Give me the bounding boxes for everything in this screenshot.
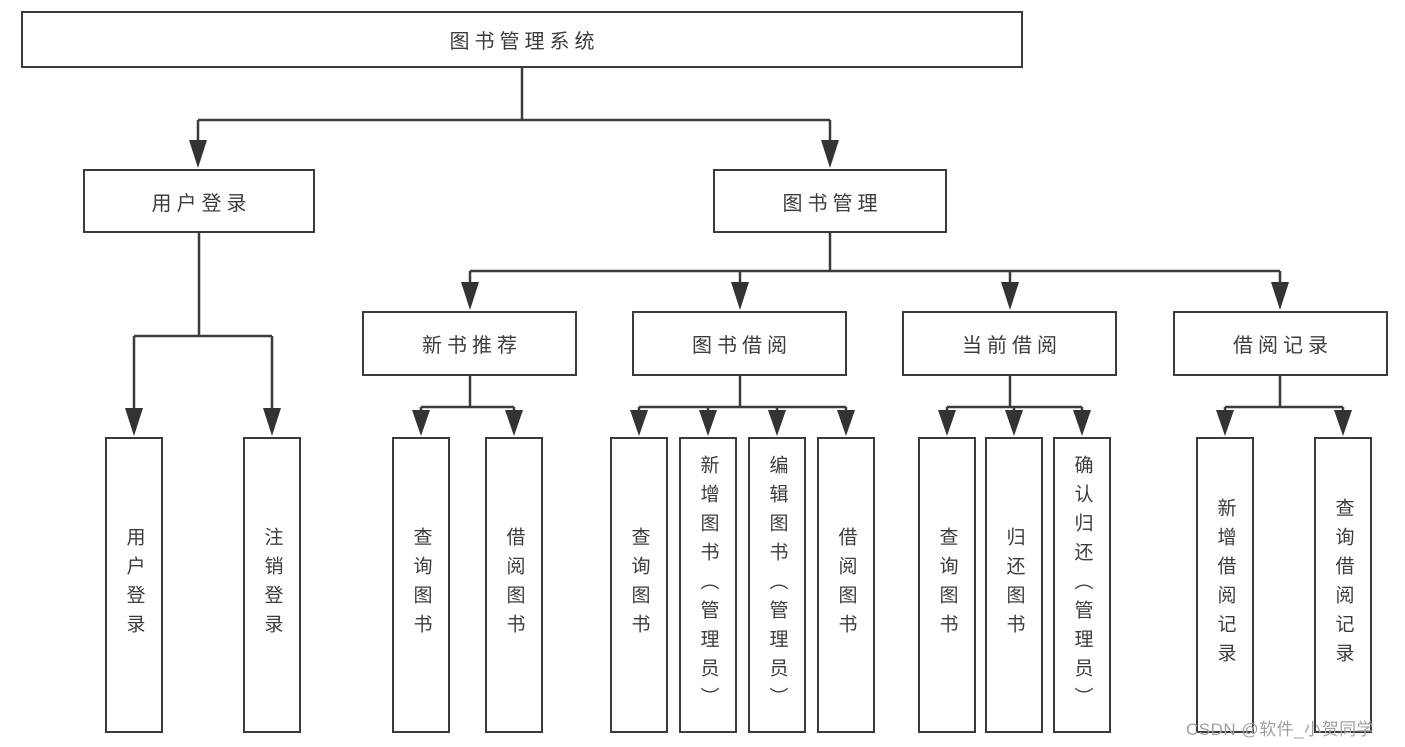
node-user-login: 用户登录 xyxy=(83,169,315,233)
leaf-label: 查询借阅记录 xyxy=(1332,498,1354,672)
leaf-confirm-return-admin: 确认归还（管理员） xyxy=(1053,437,1111,733)
arrowhead-down xyxy=(837,410,855,436)
leaf-label: 借阅图书 xyxy=(503,527,525,643)
leaf-label: 新增图书（管理员） xyxy=(697,454,719,716)
connector-book-management-level3 xyxy=(461,233,1289,310)
arrowhead-down xyxy=(461,282,479,310)
node-label: 图书管理系统 xyxy=(449,31,600,53)
node-borrow-records: 借阅记录 xyxy=(1173,311,1388,376)
node-book-borrow: 图书借阅 xyxy=(632,311,847,376)
node-label: 借阅记录 xyxy=(1233,335,1333,357)
connector-borrow-records-children xyxy=(1216,376,1352,436)
leaf-label: 查询图书 xyxy=(936,527,958,643)
node-label: 图书借阅 xyxy=(692,335,792,357)
arrowhead-down xyxy=(1005,410,1023,436)
leaf-label: 确认归还（管理员） xyxy=(1071,454,1093,716)
arrowhead-down xyxy=(125,408,143,436)
connector-line xyxy=(419,376,516,412)
arrowhead-down xyxy=(1073,410,1091,436)
leaf-label: 查询图书 xyxy=(628,527,650,643)
arrowhead-down xyxy=(505,410,523,436)
leaf-add-book-admin: 新增图书（管理员） xyxy=(679,437,737,733)
leaf-borrow-books-recommend: 借阅图书 xyxy=(485,437,543,733)
leaf-label: 查询图书 xyxy=(410,527,432,643)
leaf-edit-book-admin: 编辑图书（管理员） xyxy=(748,437,806,733)
leaf-label: 新增借阅记录 xyxy=(1214,498,1236,672)
leaf-label: 借阅图书 xyxy=(835,527,857,643)
leaf-query-books-recommend: 查询图书 xyxy=(392,437,450,733)
arrowhead-down xyxy=(1334,410,1352,436)
arrowhead-down xyxy=(938,410,956,436)
leaf-add-borrow-record: 新增借阅记录 xyxy=(1196,437,1254,733)
node-label: 图书管理 xyxy=(782,192,883,215)
arrowhead-down xyxy=(768,410,786,436)
leaf-query-books-current: 查询图书 xyxy=(918,437,976,733)
connector-line xyxy=(1223,376,1345,412)
connector-book-borrow-children xyxy=(630,376,855,436)
leaf-label: 注销登录 xyxy=(261,527,283,643)
connector-new-book-children xyxy=(412,376,523,436)
arrowhead-down xyxy=(1001,282,1019,310)
arrowhead-down xyxy=(731,282,749,310)
arrowhead-down xyxy=(412,410,430,436)
leaf-borrow-books: 借阅图书 xyxy=(817,437,875,733)
leaf-label: 用户登录 xyxy=(123,527,145,643)
connector-line xyxy=(945,376,1084,412)
arrowhead-down xyxy=(263,408,281,436)
node-library-system: 图书管理系统 xyxy=(21,11,1023,68)
arrowhead-down xyxy=(821,140,839,168)
node-current-borrow: 当前借阅 xyxy=(902,311,1117,376)
leaf-query-books-borrow: 查询图书 xyxy=(610,437,668,733)
leaf-label: 归还图书 xyxy=(1003,527,1025,643)
connector-line xyxy=(468,233,1282,284)
arrowhead-down xyxy=(1271,282,1289,310)
leaf-logout: 注销登录 xyxy=(243,437,301,733)
node-new-book-recommend: 新书推荐 xyxy=(362,311,577,376)
connector-line xyxy=(132,233,274,410)
connector-root-to-level2 xyxy=(189,68,839,168)
node-label: 新书推荐 xyxy=(422,335,522,357)
leaf-label: 编辑图书（管理员） xyxy=(766,454,788,716)
leaf-return-book: 归还图书 xyxy=(985,437,1043,733)
node-book-management: 图书管理 xyxy=(713,169,947,233)
leaf-user-login: 用户登录 xyxy=(105,437,163,733)
connector-line xyxy=(637,376,848,412)
connector-line xyxy=(196,68,832,142)
node-label: 用户登录 xyxy=(151,192,252,215)
node-label: 当前借阅 xyxy=(962,335,1062,357)
connector-user-login-children xyxy=(125,233,281,436)
arrowhead-down xyxy=(1216,410,1234,436)
arrowhead-down xyxy=(630,410,648,436)
connector-current-borrow-children xyxy=(938,376,1091,436)
leaf-query-borrow-record: 查询借阅记录 xyxy=(1314,437,1372,733)
csdn-watermark: CSDN @软件_小贺同学 xyxy=(1186,720,1375,739)
arrowhead-down xyxy=(699,410,717,436)
arrowhead-down xyxy=(189,140,207,168)
